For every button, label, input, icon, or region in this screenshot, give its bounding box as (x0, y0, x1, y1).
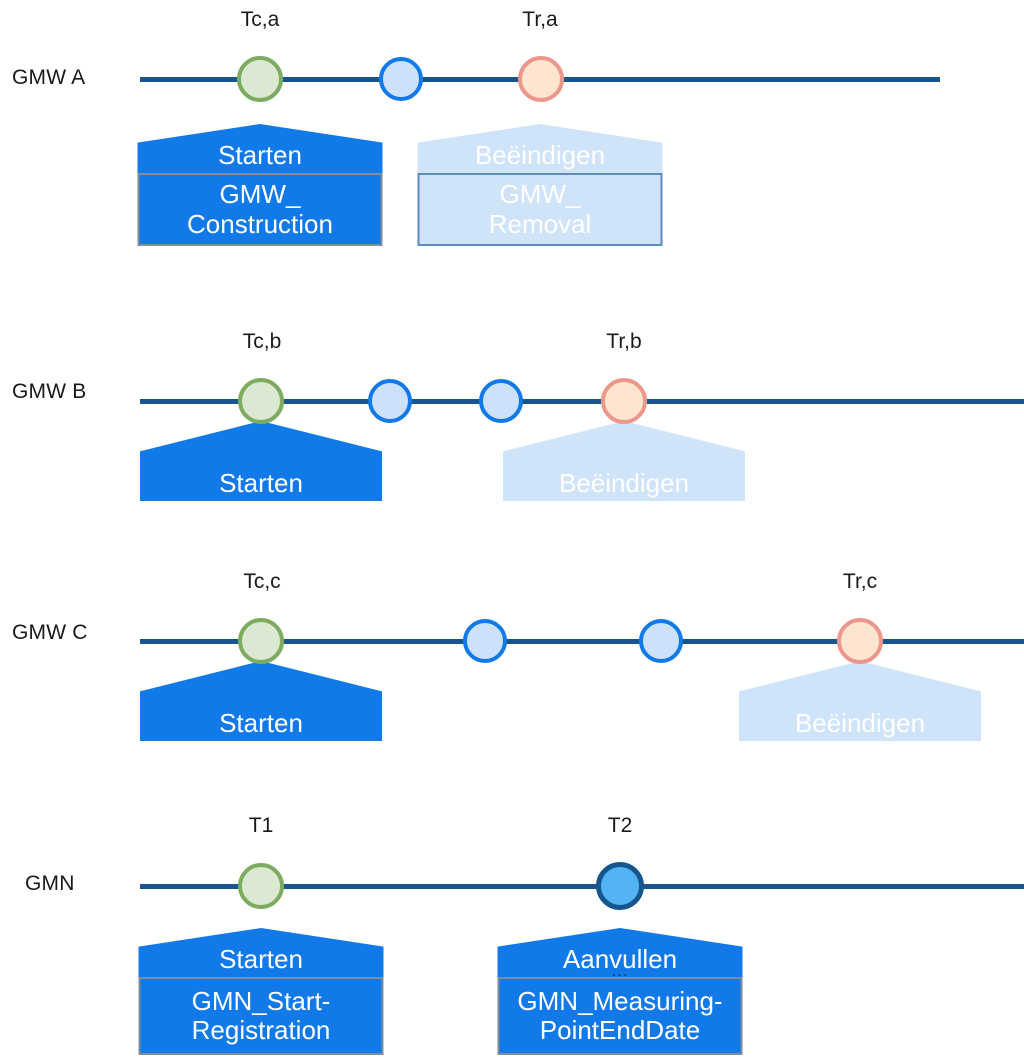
marker-end-gmw-a[interactable] (518, 56, 564, 102)
tick-label-tr-a: Tr,a (522, 8, 558, 31)
banner-gmw-removal[interactable]: Beëindigen GMW_ Removal (417, 124, 663, 246)
marker-start-gmw-b[interactable] (238, 378, 284, 424)
marker-event-gmn-t2[interactable] (596, 862, 644, 910)
marker-start-gmw-a[interactable] (237, 56, 283, 102)
banner-beeindigen-gmw-b[interactable]: Beëindigen (503, 421, 745, 501)
banner-pennant: Starten (138, 928, 384, 977)
banner-pennant: Beëindigen (417, 124, 663, 173)
marker-start-gmn[interactable] (238, 863, 284, 909)
banner-pennant-label: Starten (219, 943, 303, 974)
timeline-axis-gmw-b (140, 399, 1024, 404)
tick-label-tr-b: Tr,b (606, 330, 642, 353)
banner-starten-gmw-c[interactable]: Starten (140, 661, 382, 741)
tick-label-tc-a: Tc,a (240, 8, 280, 31)
marker-end-gmw-c[interactable] (837, 618, 883, 664)
banner-gmw-construction[interactable]: Starten GMW_ Construction (137, 124, 383, 246)
timeline-axis-gmn (140, 884, 1024, 889)
banner-pennant: Starten (140, 421, 382, 501)
banner-pennant-label: Beëindigen (474, 139, 606, 170)
banner-infobox: GMN_Start- Registration (138, 977, 384, 1055)
marker-end-gmw-b[interactable] (601, 378, 647, 424)
banner-gmn-measuringpoint-enddate[interactable]: Aanvullen ... GMN_Measuring- PointEndDat… (497, 928, 743, 1055)
marker-start-gmw-c[interactable] (238, 618, 284, 664)
row-label-gmw-a: GMW A (12, 66, 86, 89)
banner-overflow-ellipsis: ... (611, 961, 629, 980)
marker-event-gmw-a-1[interactable] (379, 57, 423, 101)
banner-pennant: Starten (137, 124, 383, 173)
marker-event-gmw-b-2[interactable] (479, 379, 523, 423)
banner-pennant-label: Beëindigen (558, 467, 690, 498)
banner-pennant-label: Beëindigen (794, 707, 926, 738)
tick-label-t2: T2 (607, 814, 633, 837)
banner-gmn-start-registration[interactable]: Starten GMN_Start- Registration (138, 928, 384, 1055)
row-label-gmw-c: GMW C (12, 621, 88, 644)
tick-label-t1: T1 (248, 814, 274, 837)
banner-pennant-label: Starten (219, 467, 303, 498)
banner-pennant-label: Aanvullen (562, 943, 678, 974)
banner-pennant-label: Starten (219, 707, 303, 738)
banner-infobox-label: GMW_ Construction (187, 179, 333, 239)
marker-event-gmw-c-1[interactable] (463, 619, 507, 663)
banner-infobox-label: GMN_Start- Registration (191, 985, 331, 1045)
banner-pennant: Aanvullen ... (497, 928, 743, 980)
banner-infobox: GMW_ Construction (137, 173, 383, 246)
timeline-axis-gmw-c (140, 639, 1024, 644)
banner-beeindigen-gmw-c[interactable]: Beëindigen (739, 661, 981, 741)
row-label-gmn: GMN (25, 872, 75, 895)
banner-infobox: GMN_Measuring- PointEndDate (497, 977, 743, 1055)
tick-label-tc-c: Tc,c (243, 570, 281, 593)
banner-infobox-label: GMW_ Removal (488, 179, 592, 239)
banner-pennant: Starten (140, 661, 382, 741)
tick-label-tr-c: Tr,c (842, 570, 878, 593)
banner-infobox: GMW_ Removal (417, 173, 663, 246)
banner-pennant: Beëindigen (739, 661, 981, 741)
tick-label-tc-b: Tc,b (242, 330, 282, 353)
marker-event-gmw-c-2[interactable] (639, 619, 683, 663)
banner-pennant: Beëindigen (503, 421, 745, 501)
banner-infobox-label: GMN_Measuring- PointEndDate (517, 985, 723, 1045)
row-label-gmw-b: GMW B (12, 380, 87, 403)
marker-event-gmw-b-1[interactable] (368, 379, 412, 423)
banner-starten-gmw-b[interactable]: Starten (140, 421, 382, 501)
banner-pennant-label: Starten (218, 139, 302, 170)
